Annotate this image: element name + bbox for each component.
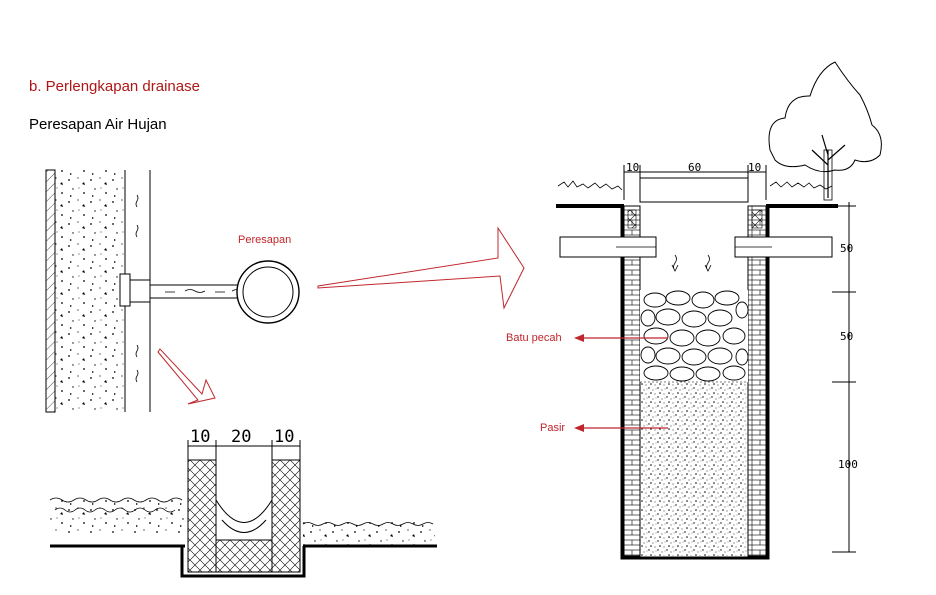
- dimension-label: 20: [231, 427, 251, 447]
- stone-layer-label: Batu pecah: [506, 332, 562, 344]
- page-subtitle: Peresapan Air Hujan: [29, 116, 167, 133]
- peresapan-label: Peresapan: [238, 234, 292, 246]
- plan-view: [45, 169, 300, 413]
- dimension-label: 100: [838, 458, 858, 471]
- dimension-label: 50: [840, 330, 853, 343]
- red-arrow-to-well: [317, 226, 525, 310]
- dimension-label: 10: [748, 161, 761, 174]
- channel-section: 10 20 10: [49, 427, 437, 578]
- section-title: b. Perlengkapan drainase: [29, 78, 200, 95]
- dimension-label: 60: [688, 161, 701, 174]
- dimension-label: 10: [190, 427, 210, 447]
- sand-layer-label: Pasir: [540, 422, 566, 434]
- infiltration-well: 10 60 10: [556, 61, 882, 560]
- dimension-label: 10: [626, 161, 639, 174]
- dimension-label: 50: [840, 242, 853, 255]
- red-arrow-to-section: [157, 348, 216, 405]
- dimension-label: 10: [274, 427, 294, 447]
